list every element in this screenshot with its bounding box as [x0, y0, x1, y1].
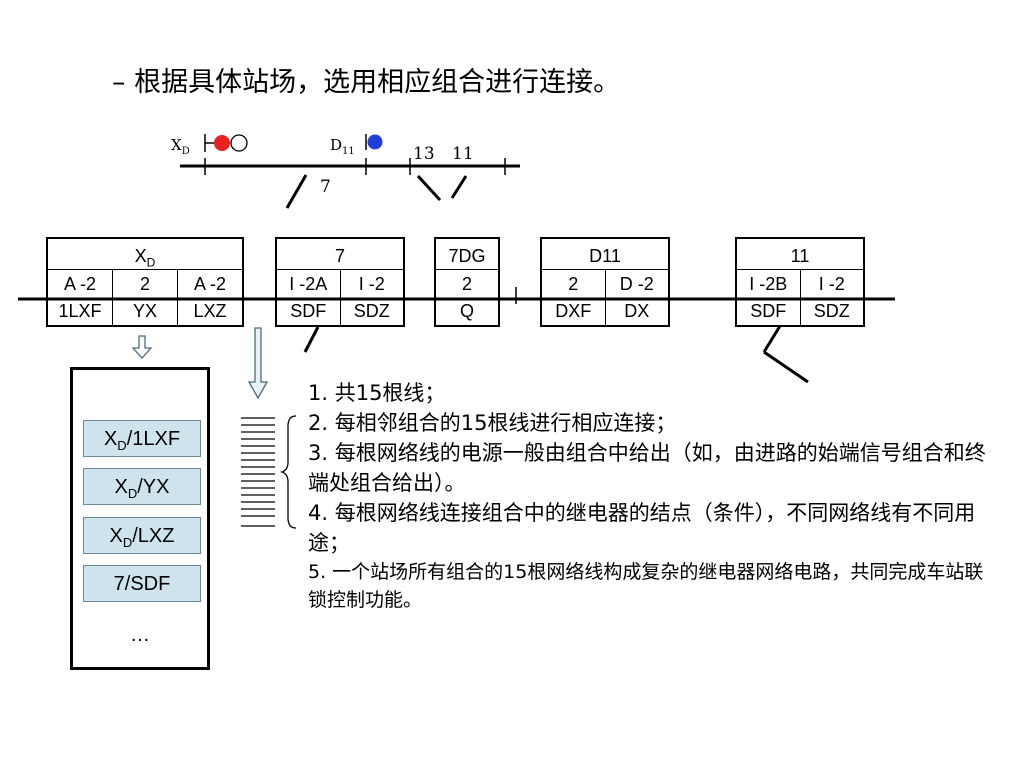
d11-label: D11 — [330, 136, 355, 157]
group-cell: I -2A — [277, 270, 341, 298]
group-cell: SDZ — [813, 301, 850, 321]
note-item: 3. 每根网络线的电源一般由组合中给出（如，由进路的始端信号组合和终端处组合给出… — [308, 441, 986, 495]
group-cell: I -2 — [818, 274, 845, 294]
group-name: 7 — [277, 239, 403, 270]
group-cell: 2 — [542, 270, 606, 298]
group-name: 11 — [737, 239, 863, 270]
group-7: 7 I -2A I -2 SDF SDZ — [275, 237, 405, 327]
group-7dg: 7DG 2 Q — [434, 237, 500, 327]
group-cell: DX — [624, 301, 650, 321]
group-cell: SDF — [737, 299, 801, 325]
group-stack-panel: XD/1LXF XD/YX XD/LXZ 7/SDF … — [70, 367, 210, 670]
group-cell: I -2B — [737, 270, 801, 298]
group-name: 7DG — [436, 239, 498, 270]
group-cell: LXZ — [193, 301, 227, 321]
group-cell: A -2 — [48, 270, 113, 298]
stack-item-xd-yx: XD/YX — [83, 468, 201, 505]
group-cell: I -2 — [358, 274, 385, 294]
group-cell: SDZ — [353, 301, 390, 321]
stack-item-xd-lxz: XD/LXZ — [83, 517, 201, 554]
group-d11: D11 2 D -2 DXF DX — [540, 237, 670, 327]
group-cell: 1LXF — [48, 299, 113, 325]
note-item: 1. 共15根线； — [308, 381, 446, 405]
group-cell: 2 — [461, 274, 472, 294]
group-cell: Q — [459, 301, 474, 321]
switch-13-branch — [416, 174, 442, 202]
note-item: 4. 每根网络线连接组合中的继电器的结点（条件），不同网络线有不同用途； — [308, 501, 976, 555]
group-cell: D -2 — [619, 274, 654, 294]
group-name: D11 — [542, 239, 668, 270]
d11-signal-blue-lamp — [367, 134, 383, 150]
note-item: 2. 每相邻组合的15根线进行相应连接； — [308, 411, 677, 435]
label-7: 7 — [320, 177, 331, 197]
group-cell: SDF — [277, 299, 341, 325]
group-cell: 2 — [113, 270, 178, 298]
group-11: 11 I -2B I -2 SDF SDZ — [735, 237, 865, 327]
xd-signal-white-lamp — [230, 134, 248, 152]
group-cell: A -2 — [193, 274, 227, 294]
group-xd: XD A -2 2 A -2 1LXF YX LXZ — [46, 237, 244, 327]
stack-ellipsis: … — [130, 624, 150, 646]
group-cell: DXF — [542, 299, 606, 325]
xd-signal-red-lamp — [214, 135, 230, 151]
stack-item-xd-1lxf: XD/1LXF — [83, 420, 201, 457]
switch-7-branch — [285, 174, 308, 209]
group-cell: YX — [113, 299, 178, 325]
slide-title: – 根据具体站场，选用相应组合进行连接。 — [112, 67, 621, 98]
notes-list: 1. 共15根线； 2. 每相邻组合的15根线进行相应连接； 3. 每根网络线的… — [308, 378, 998, 614]
xd-label: XD — [171, 136, 190, 157]
label-11: 11 — [452, 144, 474, 164]
note-item: 5. 一个站场所有组合的15根网络线构成复杂的继电器网络电路，共同完成车站联锁控… — [308, 561, 984, 611]
label-13: 13 — [413, 144, 435, 164]
stack-item-7-sdf: 7/SDF — [83, 565, 201, 602]
switch-11-branch — [450, 175, 468, 199]
group-name: XD — [48, 239, 242, 270]
